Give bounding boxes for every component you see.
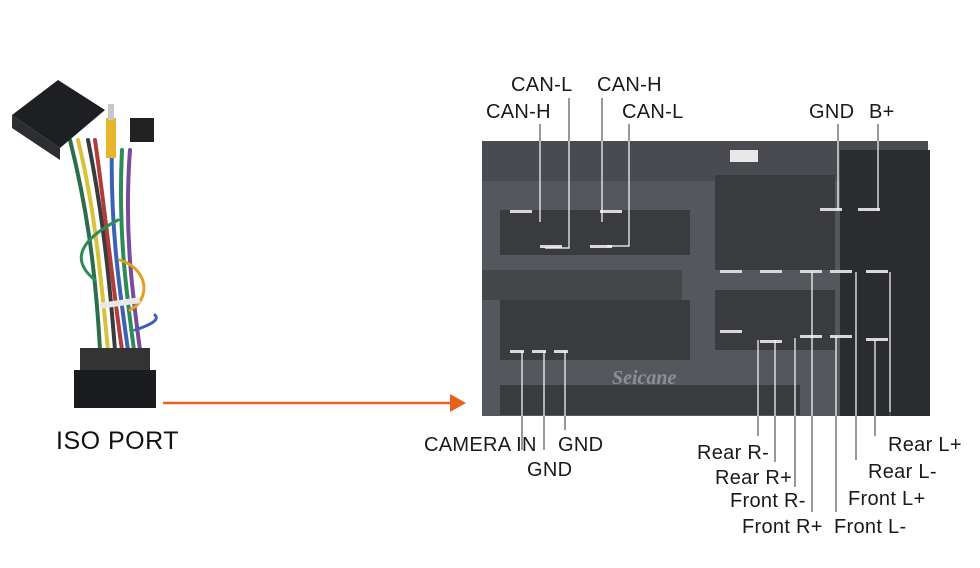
pointer-arrow bbox=[163, 394, 466, 412]
label-rear-l-minus: Rear L- bbox=[868, 461, 937, 483]
brand-watermark: Seicane bbox=[612, 367, 677, 389]
label-front-r-plus: Front R+ bbox=[742, 516, 823, 538]
label-rear-r-minus: Rear R- bbox=[697, 442, 770, 464]
label-rear-r-plus: Rear R+ bbox=[715, 467, 793, 489]
label-gnd-right: GND bbox=[558, 434, 604, 456]
label-can-h-upper: CAN-H bbox=[597, 74, 662, 96]
label-front-r-minus: Front R- bbox=[730, 490, 806, 512]
label-front-l-plus: Front L+ bbox=[848, 488, 926, 510]
label-can-h-lower: CAN-H bbox=[486, 101, 551, 123]
rca-plug bbox=[106, 104, 116, 158]
label-front-l-minus: Front L- bbox=[834, 516, 907, 538]
label-can-l-upper: CAN-L bbox=[511, 74, 573, 96]
label-rear-l-plus: Rear L+ bbox=[888, 434, 962, 456]
wire-bundle bbox=[68, 138, 158, 352]
label-can-l-lower: CAN-L bbox=[622, 101, 684, 123]
label-gnd-top: GND bbox=[809, 101, 855, 123]
small-plug bbox=[130, 118, 154, 142]
label-b-plus: B+ bbox=[869, 101, 895, 123]
connector-photo: Seicane bbox=[482, 141, 930, 416]
label-camera-in: CAMERA IN bbox=[424, 434, 537, 456]
iso-port-label: ISO PORT bbox=[56, 427, 180, 455]
zip-tie bbox=[99, 297, 141, 309]
can-module-box bbox=[12, 80, 105, 160]
label-gnd-lower: GND bbox=[527, 459, 573, 481]
iso-connector bbox=[74, 348, 156, 408]
